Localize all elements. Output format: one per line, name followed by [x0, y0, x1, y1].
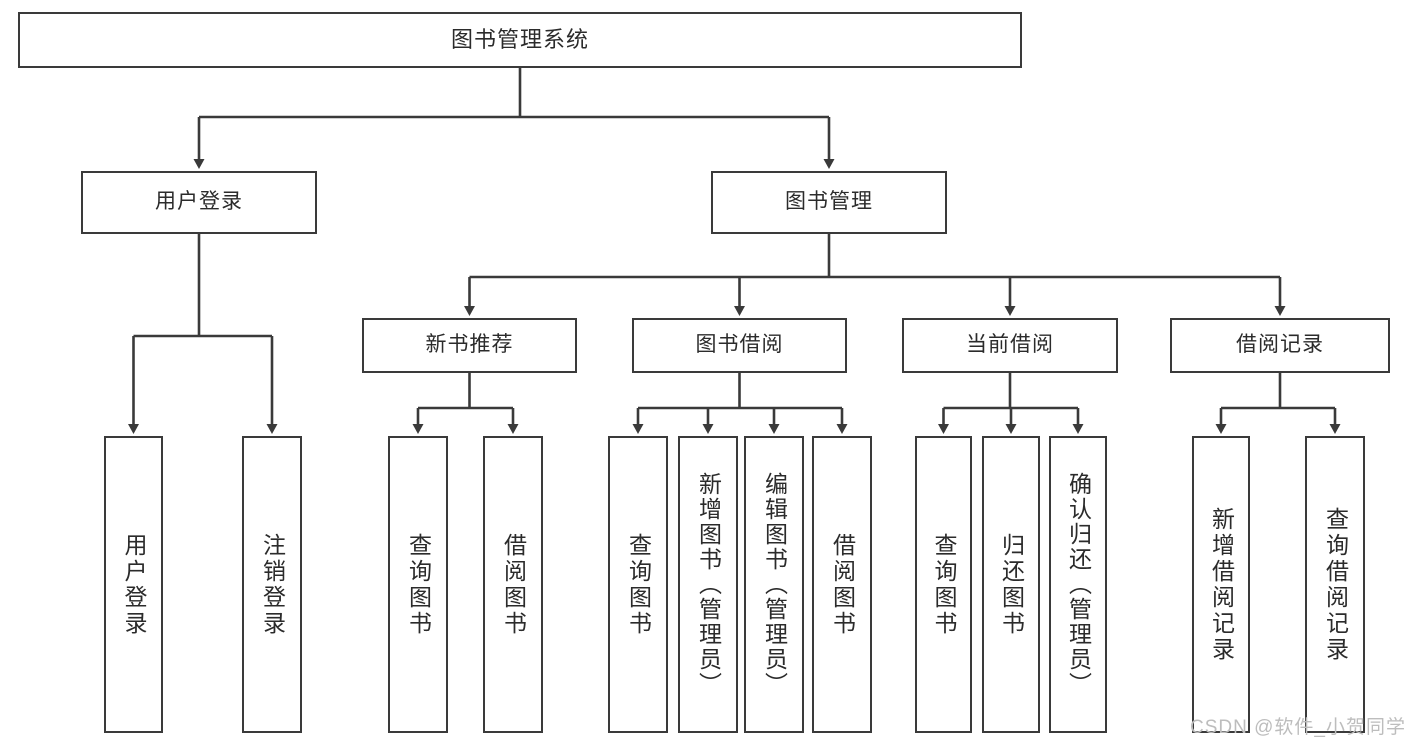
- node-r_query[interactable]: 查询借阅记录: [1305, 436, 1365, 733]
- node-label: 编辑图书（管理员）: [761, 472, 788, 697]
- node-c_query[interactable]: 查询图书: [915, 436, 972, 733]
- node-label: 查询借阅记录: [1322, 506, 1349, 663]
- node-label: 新增图书（管理员）: [695, 472, 722, 697]
- node-label: 查询图书: [625, 532, 652, 637]
- node-n_query[interactable]: 查询图书: [388, 436, 448, 733]
- node-bookmgmt[interactable]: 图书管理: [711, 171, 947, 234]
- node-r_add[interactable]: 新增借阅记录: [1192, 436, 1250, 733]
- node-newbook[interactable]: 新书推荐: [362, 318, 577, 373]
- node-b_query[interactable]: 查询图书: [608, 436, 668, 733]
- node-label: 当前借阅: [966, 333, 1054, 357]
- node-label: 查询图书: [405, 532, 432, 637]
- node-label: 用户登录: [155, 190, 243, 214]
- node-label: 归还图书: [998, 532, 1025, 637]
- node-current[interactable]: 当前借阅: [902, 318, 1118, 373]
- node-label: 图书管理系统: [450, 27, 589, 53]
- node-b_lend[interactable]: 借阅图书: [812, 436, 872, 733]
- node-borrow[interactable]: 图书借阅: [632, 318, 847, 373]
- node-c_return[interactable]: 归还图书: [982, 436, 1040, 733]
- node-label: 借阅图书: [500, 532, 527, 637]
- node-label: 图书借阅: [695, 333, 784, 357]
- node-label: 图书管理: [785, 190, 873, 214]
- node-label: 借阅图书: [829, 532, 856, 637]
- node-label: 新增借阅记录: [1208, 506, 1235, 663]
- node-l_login[interactable]: 用户登录: [104, 436, 163, 733]
- node-record[interactable]: 借阅记录: [1170, 318, 1390, 373]
- node-n_borrow[interactable]: 借阅图书: [483, 436, 543, 733]
- node-login[interactable]: 用户登录: [81, 171, 317, 234]
- node-label: 用户登录: [121, 532, 147, 637]
- node-c_confirm[interactable]: 确认归还（管理员）: [1049, 436, 1107, 733]
- node-label: 查询图书: [931, 532, 957, 637]
- node-label: 借阅记录: [1236, 333, 1324, 357]
- node-l_logout[interactable]: 注销登录: [242, 436, 302, 733]
- node-label: 确认归还（管理员）: [1065, 472, 1092, 697]
- csdn-watermark: CSDN @软件_小贺同学: [1190, 717, 1405, 738]
- node-root[interactable]: 图书管理系统: [18, 12, 1022, 68]
- node-b_add[interactable]: 新增图书（管理员）: [678, 436, 738, 733]
- node-label: 注销登录: [259, 532, 286, 637]
- node-label: 新书推荐: [425, 333, 514, 357]
- node-b_edit[interactable]: 编辑图书（管理员）: [744, 436, 804, 733]
